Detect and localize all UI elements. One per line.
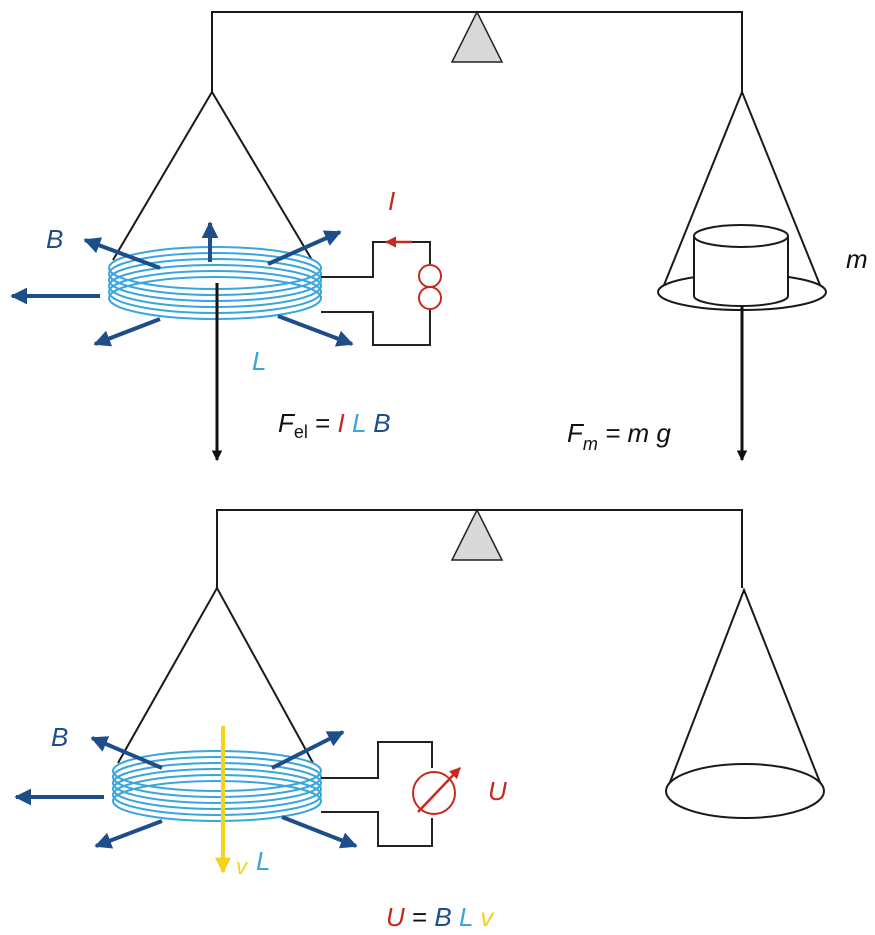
bottom-right-suspension: [666, 587, 824, 791]
bottom-circuit-wire-lower: [321, 811, 433, 847]
bottom-left-suspension: [117, 585, 314, 764]
voltage-equation: U = B L v: [386, 902, 495, 932]
bottom-balance-beam: [216, 509, 743, 588]
top-coil: [108, 246, 322, 320]
bottom-label-v: v: [236, 854, 249, 879]
top-right-suspension: [661, 89, 823, 291]
top-label-B: B: [46, 224, 63, 254]
bottom-label-B: B: [51, 722, 68, 752]
bottom-coil: [112, 750, 322, 822]
top-label-L: L: [252, 346, 266, 376]
bottom-balance: B L v U U = B L v: [14, 508, 825, 932]
top-balance: B I L m Fel = I L B Fm = m g: [10, 10, 868, 462]
force-el-equation: Fel = I L B: [278, 408, 391, 442]
top-circuit-wire-lower: [321, 310, 431, 346]
top-left-suspension: [112, 90, 313, 261]
current-source-icon: [418, 264, 442, 310]
bottom-circuit-wire: [321, 741, 433, 779]
top-fulcrum: [450, 10, 504, 63]
top-b-field-arrows: [10, 221, 354, 347]
mass-weight: [693, 224, 789, 307]
voltmeter-icon: [412, 767, 461, 815]
force-m-equation: Fm = m g: [567, 418, 671, 454]
top-circuit-wire: [321, 241, 431, 278]
top-label-I: I: [388, 186, 395, 216]
bottom-fulcrum: [450, 508, 504, 561]
bottom-right-pan: [665, 763, 825, 819]
top-label-m: m: [846, 244, 868, 274]
bottom-b-field-arrows: [14, 730, 358, 849]
bottom-label-L: L: [256, 846, 270, 876]
bottom-label-U: U: [488, 776, 507, 806]
